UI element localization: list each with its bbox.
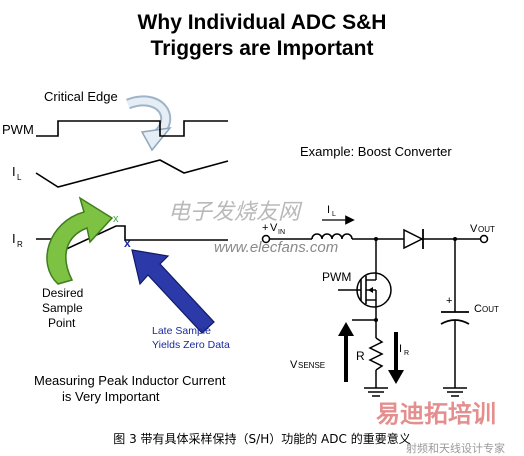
late-sample-marker-icon: x: [124, 236, 131, 250]
late-sample-label-1: Late Sample: [152, 325, 211, 337]
inductor-symbol: [311, 233, 353, 240]
cout-label: C: [474, 303, 482, 315]
late-sample-label-2: Yields Zero Data: [152, 339, 230, 351]
critical-edge-arrow-icon: [126, 95, 172, 152]
il-circuit-label: I: [327, 204, 330, 216]
title-line-1: Why Individual ADC S&H: [137, 11, 387, 34]
desired-sample-label-3: Point: [48, 316, 76, 330]
vin-subscript: IN: [278, 229, 285, 236]
vsense-subscript: SENSE: [298, 361, 325, 370]
diode-symbol: [403, 228, 424, 250]
ir-circuit-subscript: R: [404, 350, 409, 357]
ground-symbol-right: [443, 387, 467, 397]
watermark-cn: 电子发烧友网: [168, 200, 303, 225]
il-waveform-label: I: [12, 164, 16, 179]
ir-arrow-icon: [388, 370, 404, 384]
ir-circuit-label: I: [399, 343, 402, 355]
ir-waveform-subscript: R: [17, 240, 23, 249]
desired-sample-marker-icon: x: [113, 213, 119, 225]
cap-plus: +: [446, 295, 452, 307]
desired-sample-label-1: Desired: [42, 286, 83, 300]
desired-sample-label-2: Sample: [42, 301, 83, 315]
ir-waveform-label: I: [12, 231, 16, 246]
desired-sample-arrow-icon: [46, 196, 114, 285]
pwm-waveform: [36, 120, 228, 137]
vsense-arrow-icon: [338, 322, 354, 336]
resistor-symbol: [368, 337, 384, 371]
pwm-waveform-label: PWM: [2, 122, 34, 137]
resistor-label: R: [356, 349, 365, 363]
vsense-label: V: [290, 359, 298, 371]
il-circuit-subscript: L: [332, 211, 336, 218]
measuring-label-2: is Very Important: [62, 389, 160, 404]
vout-label: V: [470, 223, 478, 235]
watermark-url: www.elecfans.com: [214, 239, 338, 256]
vin-label: V: [270, 222, 278, 234]
brand-watermark: 易迪拓培训: [376, 399, 496, 428]
vout-subscript: OUT: [478, 225, 495, 234]
vin-terminal: [261, 234, 271, 244]
late-sample-arrow-icon: [131, 249, 215, 334]
title-line-2: Triggers are Important: [150, 37, 374, 60]
vin-plus: +: [262, 222, 268, 234]
vout-terminal: [479, 234, 489, 244]
brand-watermark-sub: 射频和天线设计专家: [406, 441, 505, 455]
example-label: Example: Boost Converter: [300, 144, 452, 159]
critical-edge-label: Critical Edge: [44, 89, 118, 104]
ground-symbol-left: [364, 387, 388, 397]
pwm-gate-label: PWM: [322, 270, 351, 284]
measuring-label-1: Measuring Peak Inductor Current: [34, 373, 226, 388]
il-waveform: [35, 159, 229, 188]
cout-subscript: OUT: [482, 305, 499, 314]
il-waveform-subscript: L: [17, 173, 22, 182]
figure-caption: 图 3 带有具体采样保持（S/H）功能的 ADC 的重要意义: [113, 432, 411, 446]
